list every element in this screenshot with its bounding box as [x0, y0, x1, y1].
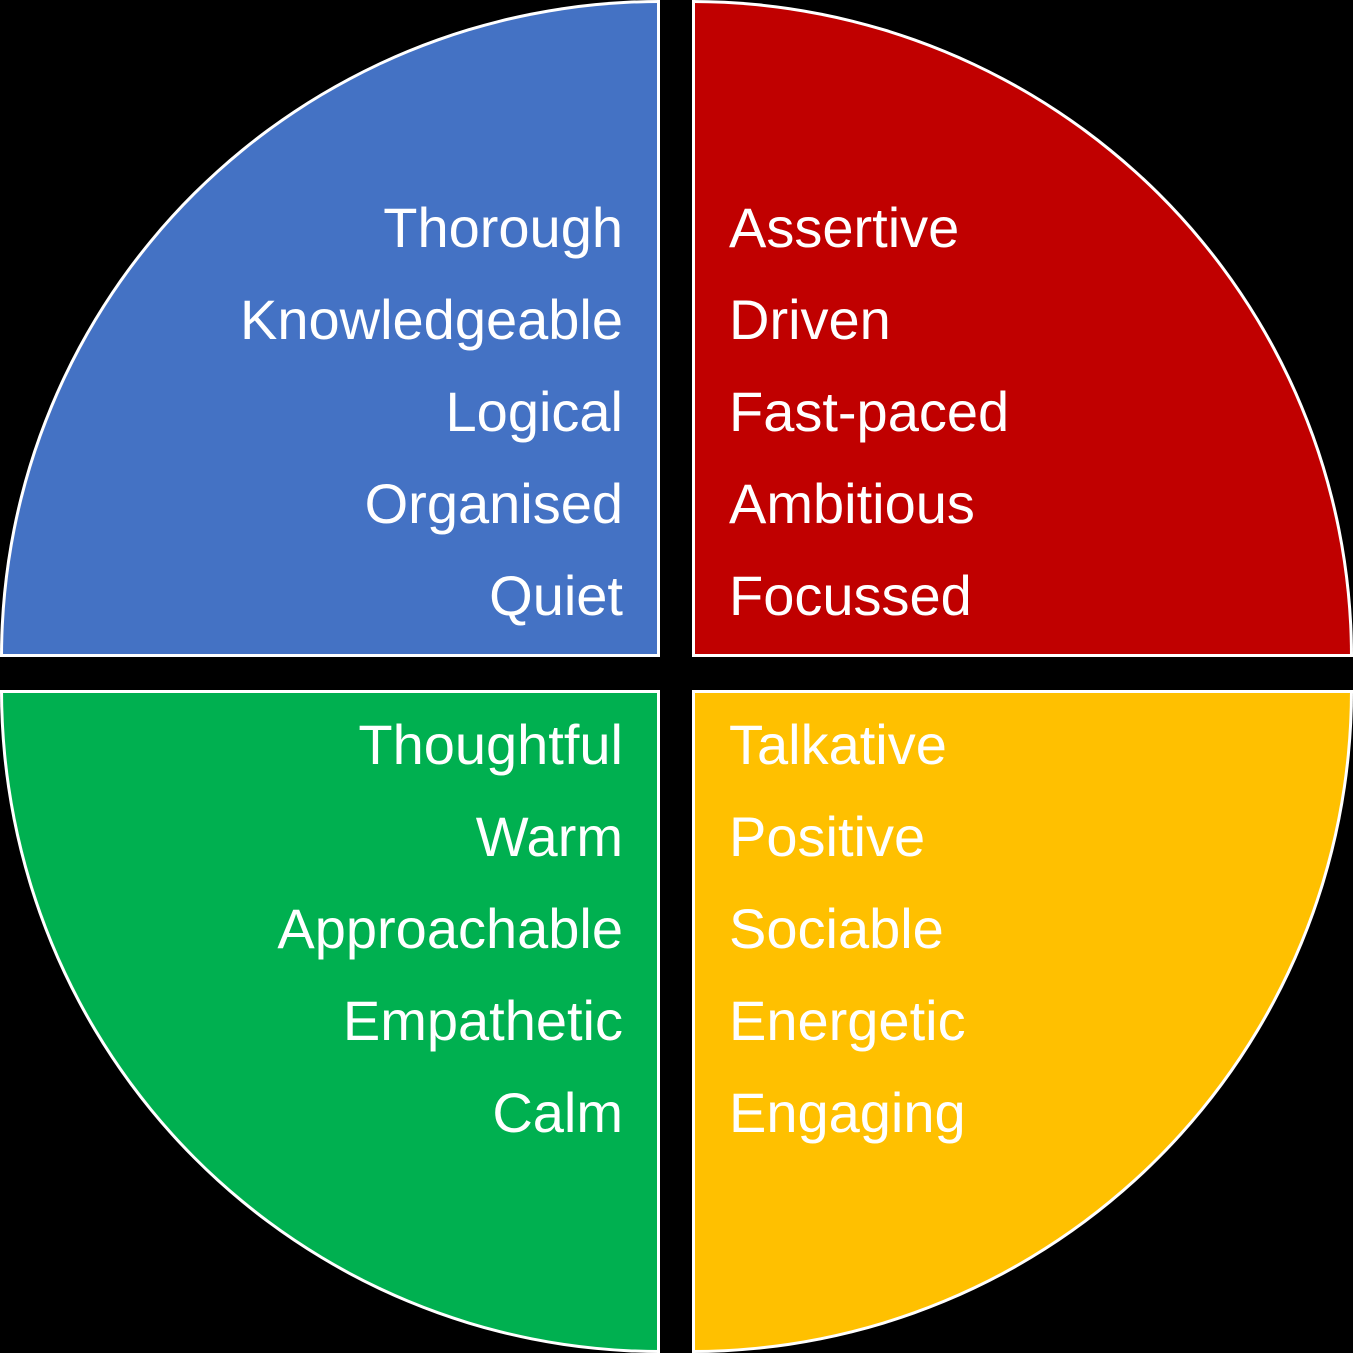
trait-label: Organised — [364, 472, 623, 535]
trait-label: Logical — [445, 380, 623, 443]
trait-label: Positive — [729, 805, 926, 868]
quadrant-top-left-blue: Thorough Knowledgeable Logical Organised… — [0, 0, 660, 657]
quadrant-top-right-red: Assertive Driven Fast-paced Ambitious Fo… — [692, 0, 1353, 657]
trait-label: Warm — [475, 805, 623, 868]
quadrant-bottom-left-green: Thoughtful Warm Approachable Empathetic … — [0, 690, 660, 1353]
trait-label: Thorough — [383, 196, 623, 259]
trait-label: Approachable — [277, 897, 623, 960]
trait-label: Energetic — [729, 989, 966, 1052]
trait-label: Knowledgeable — [240, 288, 623, 351]
trait-label: Calm — [492, 1081, 623, 1144]
trait-label: Sociable — [729, 897, 944, 960]
trait-label: Assertive — [729, 196, 960, 259]
trait-label: Engaging — [729, 1081, 966, 1144]
trait-label: Empathetic — [342, 989, 623, 1052]
quadrant-bottom-right-yellow: Talkative Positive Sociable Energetic En… — [692, 690, 1353, 1353]
trait-label: Driven — [729, 288, 891, 351]
trait-label: Ambitious — [729, 472, 975, 535]
trait-label: Talkative — [729, 713, 947, 776]
trait-label: Focussed — [729, 564, 972, 627]
trait-label: Fast-paced — [729, 380, 1010, 443]
trait-label: Thoughtful — [358, 713, 623, 776]
trait-label: Quiet — [489, 564, 623, 627]
